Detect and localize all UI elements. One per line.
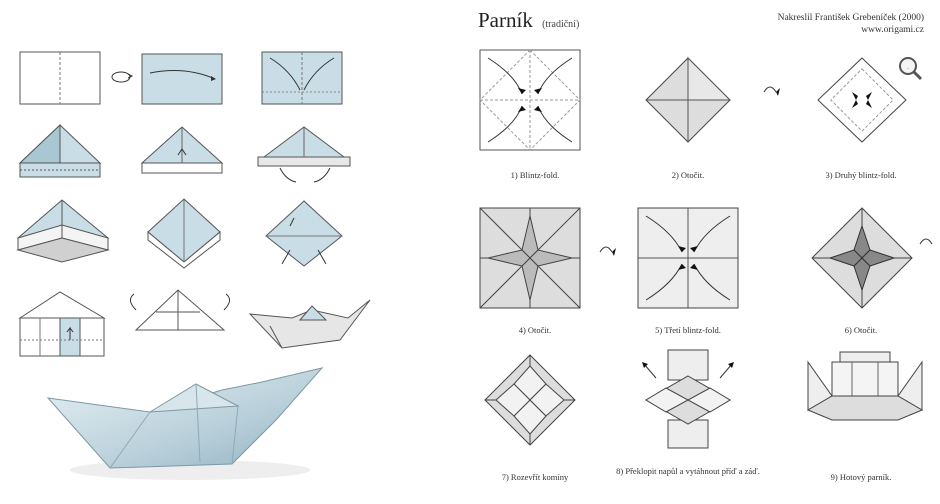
step-5-third-blintz [637, 207, 739, 309]
caption-step-9: 9) Hotový parník. [830, 472, 892, 482]
step-4-triangle [18, 123, 102, 178]
turn-over-arrow-icon-2 [599, 246, 616, 256]
step-7-hat [16, 199, 110, 263]
step-8-fold-half [642, 349, 734, 449]
step-2-folded-sheet [141, 53, 223, 105]
parnik-instructions-panel: Parník (tradiční) Nakreslil František Gr… [460, 0, 940, 499]
caption-step-4: 4) Otočit. [518, 325, 552, 335]
subtitle-text: (tradiční) [542, 19, 580, 30]
step-3-center-line [261, 51, 343, 105]
step-3-second-blintz [817, 57, 907, 143]
step-9-square [265, 200, 343, 267]
step-1-sheet [19, 51, 101, 105]
step-10-open [18, 291, 106, 357]
step-1-blintz [479, 49, 581, 151]
title-text: Parník [478, 8, 533, 32]
caption-step-3: 3) Druhý blintz-fold. [825, 170, 897, 180]
caption-step-6: 6) Otočit. [844, 325, 878, 335]
step-5-triangle [140, 126, 224, 174]
caption-step-8: 8) Překlopit napůl a vytáhnout příď a zá… [616, 466, 760, 476]
boat-diagram [16, 51, 371, 480]
step-7-open-chimneys [484, 354, 576, 446]
large-paper-boat [46, 367, 324, 480]
caption-step-5: 5) Třetí blintz-fold. [655, 325, 721, 335]
step-8-square [147, 198, 221, 269]
step-6-triangle [257, 126, 351, 183]
turn-over-arrow-icon [763, 86, 780, 96]
step-2-square [645, 56, 732, 143]
diagram-title: Parník (tradiční) [478, 8, 579, 33]
caption-step-2: 2) Otočit. [671, 170, 705, 180]
step-11-pull [130, 289, 230, 331]
website-link[interactable]: www.origami.cz [861, 25, 924, 35]
caption-step-1: 1) Blintz-fold. [510, 170, 560, 180]
credit-block: Nakreslil František Grebeníček (2000) ww… [778, 12, 924, 36]
caption-step-7: 7) Rozevřít komíny [501, 472, 569, 482]
boat-instructions-panel [0, 0, 460, 499]
step-4-folded [479, 207, 581, 309]
magnifier-icon[interactable]: . [898, 56, 923, 81]
rotate-icon [111, 71, 134, 83]
author-credit: Nakreslil František Grebeníček (2000) [777, 13, 924, 23]
svg-text:.: . [907, 64, 909, 71]
step-6-diamond [811, 207, 913, 309]
parnik-diagram [479, 49, 933, 449]
step-12-finished-boat [248, 299, 371, 349]
step-9-steamboat [806, 351, 924, 421]
turn-over-arrow-icon-3 [919, 238, 933, 245]
